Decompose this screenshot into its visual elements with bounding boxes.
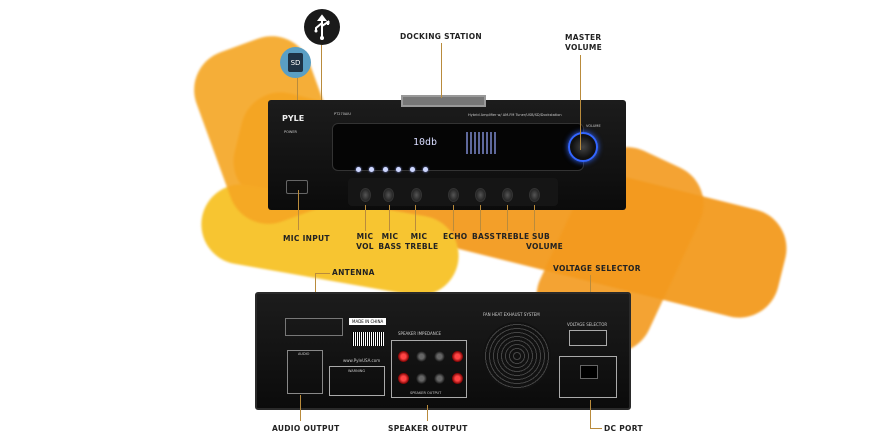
label-speaker-output: SPEAKER OUTPUT <box>388 424 468 433</box>
amplifier-front: PYLE PT270AIU Hybrid Amplifier w/ AM-FM … <box>268 95 626 210</box>
spectrum-meter <box>466 132 496 154</box>
speaker-terminal[interactable] <box>398 373 409 384</box>
label-docking-station: DOCKING STATION <box>400 32 482 41</box>
treble-knob[interactable] <box>502 188 513 202</box>
fan-grille <box>483 322 551 390</box>
mic-vol-knob[interactable] <box>360 188 371 202</box>
website-text: www.PyleUSA.com <box>343 358 381 363</box>
display-panel: 10db <box>332 123 584 171</box>
usb-icon <box>304 9 340 45</box>
speaker-terminal[interactable] <box>452 351 463 362</box>
function-button[interactable] <box>383 167 388 172</box>
product-description: Hybrid Amplifier w/ AM-FM Tuner/USB/SD/D… <box>468 113 562 117</box>
label-antenna: ANTENNA <box>332 268 375 277</box>
power-label: POWER <box>284 130 297 134</box>
label-sub-volume: SUB VOLUME <box>526 232 564 251</box>
mic-bass-knob[interactable] <box>383 188 394 202</box>
audio-output-panel[interactable]: AUDIO <box>287 350 323 394</box>
brand-logo: PYLE <box>282 114 305 123</box>
function-button[interactable] <box>369 167 374 172</box>
label-bass: BASS <box>472 232 496 241</box>
function-button[interactable] <box>396 167 401 172</box>
label-mic-vol: MIC VOL <box>356 232 374 251</box>
docking-station <box>401 95 486 107</box>
label-echo: ECHO <box>443 232 468 241</box>
label-mic-bass: MIC BASS <box>378 232 402 251</box>
sd-label: SD <box>290 59 301 67</box>
barcode <box>352 332 384 346</box>
speaker-terminal[interactable] <box>416 373 427 384</box>
speaker-panel: SPEAKER IMPEDANCE SPEAKER OUTPUT <box>391 331 467 398</box>
label-voltage-selector: VOLTAGE SELECTOR <box>553 264 641 273</box>
label-audio-output: AUDIO OUTPUT <box>272 424 340 433</box>
volume-label: VOLUME <box>586 124 601 128</box>
label-mic-input: MIC INPUT <box>283 234 330 243</box>
function-button[interactable] <box>410 167 415 172</box>
label-mic-treble: MIC TREBLE <box>405 232 439 251</box>
speaker-terminal[interactable] <box>416 351 427 362</box>
bass-knob[interactable] <box>475 188 486 202</box>
made-in-label: MADE IN CHINA <box>349 318 387 325</box>
echo-knob[interactable] <box>448 188 459 202</box>
label-dc-port: DC PORT <box>604 424 643 433</box>
display-readout: 10db <box>413 137 438 148</box>
fan-label: FAN HEAT EXHAUST SYSTEM <box>483 312 540 317</box>
speaker-terminal[interactable] <box>434 351 445 362</box>
warning-box: WARNING <box>329 366 385 396</box>
model-number: PT270AIU <box>334 112 351 116</box>
voltage-selector-label: VOLTAGE SELECTOR <box>567 322 608 327</box>
dc-port-panel <box>559 356 617 398</box>
speaker-terminal[interactable] <box>398 351 409 362</box>
mic-input-jacks[interactable] <box>286 180 308 194</box>
speaker-terminal[interactable] <box>434 373 445 384</box>
label-master-volume: MASTER VOLUME <box>565 33 603 52</box>
function-button[interactable] <box>423 167 428 172</box>
dc-port[interactable] <box>580 365 598 379</box>
master-volume-knob[interactable] <box>568 132 598 162</box>
label-treble: TREBLE <box>496 232 530 241</box>
function-button[interactable] <box>356 167 361 172</box>
voltage-selector-switch[interactable] <box>569 330 607 346</box>
sd-card-icon: SD <box>280 47 311 78</box>
sub-volume-knob[interactable] <box>529 188 540 202</box>
speaker-terminal[interactable] <box>452 373 463 384</box>
antenna-terminals[interactable] <box>285 318 343 336</box>
mic-treble-knob[interactable] <box>411 188 422 202</box>
amplifier-rear: MADE IN CHINA www.PyleUSA.com WARNING AU… <box>255 292 631 410</box>
